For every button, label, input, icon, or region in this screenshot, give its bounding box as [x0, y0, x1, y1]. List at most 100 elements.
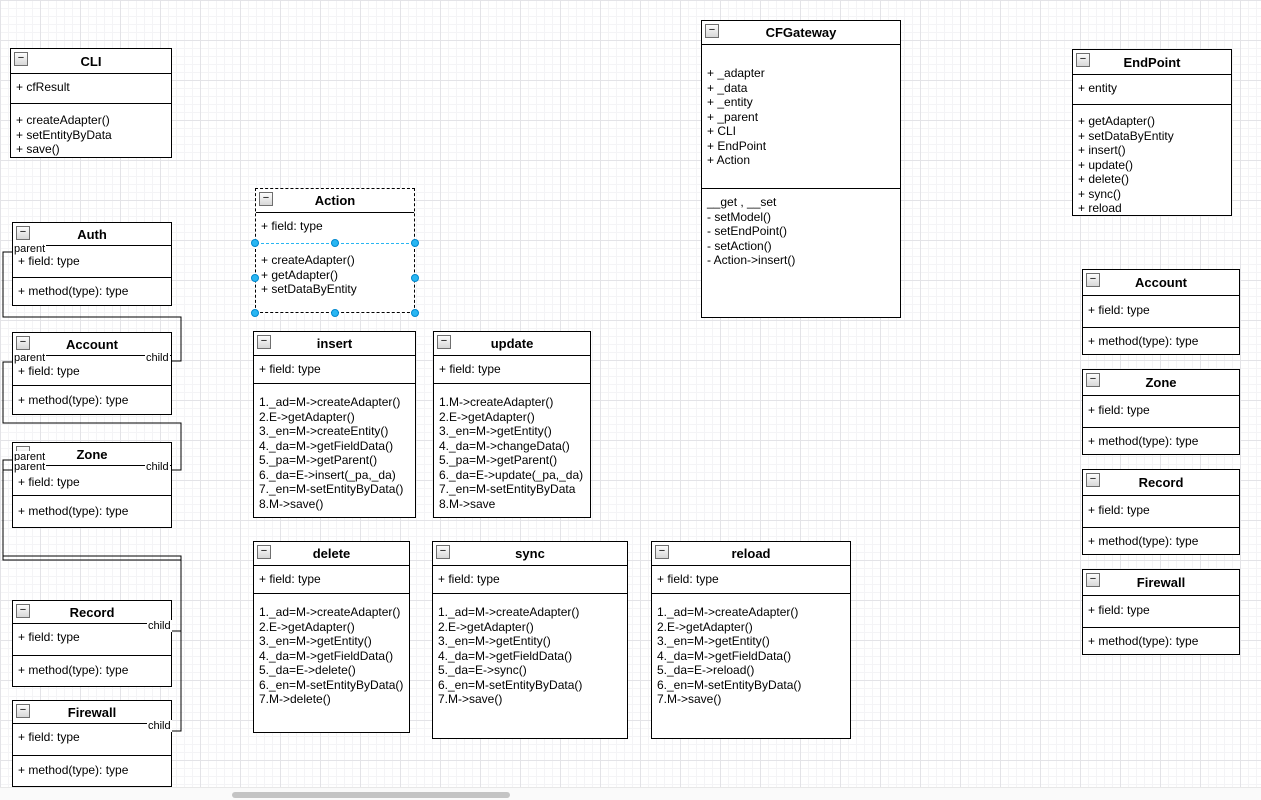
attributes-compartment[interactable]: + field: type [1083, 396, 1239, 428]
attributes-compartment[interactable]: + field: type [1083, 296, 1239, 328]
collapse-icon[interactable]: − [16, 336, 30, 350]
class-record-left[interactable]: −Record+ field: type+ method(type): type [12, 600, 172, 687]
horizontal-scrollbar-thumb[interactable] [232, 792, 510, 798]
class-endpoint[interactable]: −EndPoint+ entity+ getAdapter()+ setData… [1072, 49, 1232, 216]
selection-handle[interactable] [411, 309, 419, 317]
class-title-bar: −Firewall [1083, 570, 1239, 596]
attributes-compartment[interactable]: + cfResult [11, 74, 171, 104]
selection-handle[interactable] [251, 239, 259, 247]
edge-label-parent[interactable]: parent [13, 461, 47, 473]
methods-compartment[interactable]: + method(type): type [13, 386, 171, 416]
collapse-icon[interactable]: − [257, 545, 271, 559]
horizontal-scrollbar[interactable] [0, 787, 1261, 800]
class-attribute: + field: type [1088, 403, 1150, 417]
collapse-icon[interactable]: − [1086, 273, 1100, 287]
class-firewall-right[interactable]: −Firewall+ field: type+ method(type): ty… [1082, 569, 1240, 655]
attributes-compartment[interactable]: + field: type [254, 356, 415, 384]
methods-compartment[interactable]: 1._ad=M->createAdapter()2.E->getAdapter(… [433, 594, 627, 740]
class-title-bar: −reload [652, 542, 850, 566]
methods-compartment[interactable]: + method(type): type [13, 496, 171, 529]
class-account-right[interactable]: −Account+ field: type+ method(type): typ… [1082, 269, 1240, 355]
class-cfgateway[interactable]: −CFGateway+ _adapter+ _data+ _entity+ _p… [701, 20, 901, 318]
attributes-compartment[interactable]: + field: type [13, 466, 171, 496]
methods-compartment[interactable]: + createAdapter()+ setEntityByData+ save… [11, 104, 171, 159]
attributes-compartment[interactable]: + field: type [13, 724, 171, 756]
methods-compartment[interactable]: + createAdapter()+ getAdapter()+ setData… [256, 244, 414, 314]
attributes-compartment[interactable]: + field: type [1083, 496, 1239, 528]
collapse-icon[interactable]: − [655, 545, 669, 559]
collapse-icon[interactable]: − [16, 604, 30, 618]
collapse-icon[interactable]: − [14, 52, 28, 66]
methods-compartment[interactable]: 1._ad=M->createAdapter()2.E->getAdapter(… [254, 594, 409, 734]
collapse-icon[interactable]: − [257, 335, 271, 349]
edge-label-child[interactable]: child [145, 461, 170, 473]
collapse-icon[interactable]: − [705, 24, 719, 38]
methods-compartment[interactable]: + method(type): type [1083, 528, 1239, 556]
attributes-compartment[interactable]: + field: type [254, 566, 409, 594]
collapse-icon[interactable]: − [1076, 53, 1090, 67]
methods-compartment[interactable]: 1._ad=M->createAdapter()2.E->getAdapter(… [254, 384, 415, 519]
attributes-compartment[interactable]: + field: type [13, 356, 171, 386]
selection-handle[interactable] [251, 274, 259, 282]
collapse-icon[interactable]: − [1086, 573, 1100, 587]
methods-compartment[interactable]: 1._ad=M->createAdapter()2.E->getAdapter(… [652, 594, 850, 740]
attributes-compartment[interactable]: + field: type [13, 624, 171, 656]
edge-label-child[interactable]: child [147, 620, 172, 632]
class-cli[interactable]: −CLI+ cfResult+ createAdapter()+ setEnti… [10, 48, 172, 158]
class-account-left[interactable]: −Account+ field: type+ method(type): typ… [12, 332, 172, 415]
edge-label-parent[interactable]: parent [13, 243, 47, 255]
collapse-icon[interactable]: − [436, 545, 450, 559]
class-title-bar: −Action [256, 189, 414, 213]
class-zone-left[interactable]: −Zone+ field: type+ method(type): type [12, 442, 172, 528]
methods-compartment[interactable]: + method(type): type [1083, 628, 1239, 656]
selection-handle[interactable] [331, 309, 339, 317]
attributes-compartment[interactable]: + field: type [1083, 596, 1239, 628]
collapse-icon[interactable]: − [16, 226, 30, 240]
class-title: delete [312, 546, 351, 561]
edge-label-child[interactable]: child [147, 720, 172, 732]
attributes-compartment[interactable]: + field: type [433, 566, 627, 594]
methods-compartment[interactable]: + method(type): type [1083, 328, 1239, 356]
selection-handle[interactable] [331, 239, 339, 247]
methods-compartment[interactable]: + method(type): type [1083, 428, 1239, 456]
collapse-icon[interactable]: − [1086, 473, 1100, 487]
methods-compartment[interactable]: + getAdapter()+ setDataByEntity+ insert(… [1073, 105, 1231, 217]
class-method: 2.E->getAdapter() [438, 619, 534, 634]
edge-label-child[interactable]: child [145, 352, 170, 364]
collapse-icon[interactable]: − [437, 335, 451, 349]
methods-compartment[interactable]: + method(type): type [13, 756, 171, 788]
collapse-icon[interactable]: − [16, 704, 30, 718]
selection-handle[interactable] [411, 239, 419, 247]
class-method: 1._ad=M->createAdapter() [259, 605, 401, 619]
methods-compartment[interactable]: + method(type): type [13, 278, 171, 307]
class-method: 6._en=M-setEntityByData() [657, 677, 802, 692]
class-title: Firewall [67, 704, 117, 720]
selection-handle[interactable] [251, 309, 259, 317]
attributes-compartment[interactable]: + entity [1073, 75, 1231, 105]
collapse-icon[interactable]: − [259, 192, 273, 206]
class-auth[interactable]: −Auth+ field: type+ method(type): type [12, 222, 172, 306]
class-method: 7.M->delete() [259, 692, 331, 706]
attributes-compartment[interactable]: + field: type [434, 356, 590, 384]
edge-label-parent[interactable]: parent [13, 352, 47, 364]
collapse-icon[interactable]: − [1086, 373, 1100, 387]
attributes-compartment[interactable]: + field: type [13, 246, 171, 278]
class-method: 5._pa=M->getParent() [439, 453, 558, 467]
methods-compartment[interactable]: __get , __set- setModel()- setEndPoint()… [702, 189, 900, 319]
selection-handle[interactable] [411, 274, 419, 282]
methods-compartment[interactable]: 1.M->createAdapter()2.E->getAdapter()3._… [434, 384, 590, 519]
attributes-compartment[interactable]: + field: type [652, 566, 850, 594]
class-zone-right[interactable]: −Zone+ field: type+ method(type): type [1082, 369, 1240, 455]
class-method: 3._en=M->getEntity() [438, 634, 551, 648]
class-record-right[interactable]: −Record+ field: type+ method(type): type [1082, 469, 1240, 555]
methods-compartment[interactable]: + method(type): type [13, 656, 171, 688]
class-firewall-left[interactable]: − Firewall + field: type+ method(type): ty… [12, 700, 172, 787]
attributes-compartment[interactable]: + _adapter+ _data+ _entity+ _parent+ CLI… [702, 45, 900, 189]
class-action[interactable]: −Action+ field: type+ createAdapter()+ g… [251, 188, 419, 317]
